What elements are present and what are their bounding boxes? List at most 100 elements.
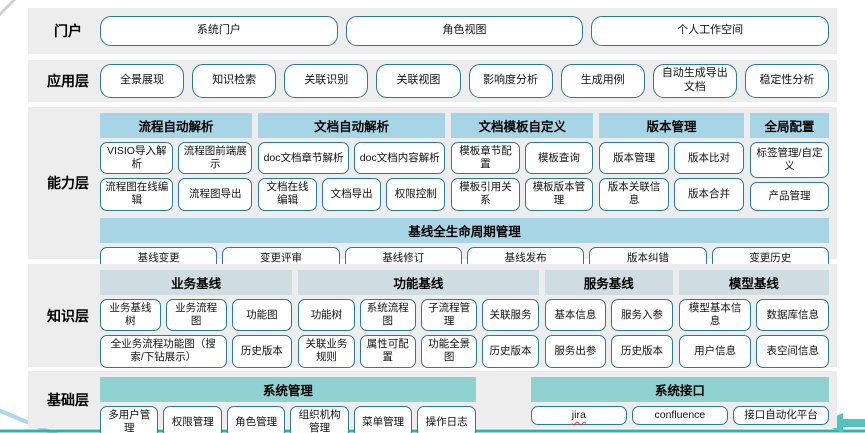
button-row: 全业务流程功能图（搜索/下钻展示）历史版本 [100,335,293,368]
layer-band-knowledge: 知识层 业务基线 业务基线树业务流程图功能图全业务流程功能图（搜索/下钻展示）历… [28,264,837,368]
portal-button: 系统门户 [100,16,338,46]
knowledge-group-service-baseline: 服务基线 基本信息服务入参服务出参历史版本 [544,270,673,368]
layer-band-application: 应用层 全景展现知识检索关联识别关联视图影响度分析生成用例自动生成导出文档稳定性… [28,60,837,102]
capability-group-doc-template: 文档模板自定义 模板章节配置模板查询模板引用关系模板版本管理 [451,113,594,211]
knowledge-button: 关联业务规则 [298,335,355,368]
knowledge-button: 服务出参 [544,335,607,368]
button-row: 业务基线树业务流程图功能图 [100,299,293,332]
layer-label-portal: 门户 [54,23,82,39]
group-header: 服务基线 [544,270,673,295]
knowledge-button: 服务入参 [611,299,673,332]
corner-line-top-left [0,0,17,17]
capability-button: 文档导出 [322,178,382,211]
capability-button: VISIO导入解析 [100,142,174,175]
knowledge-button: 历史版本 [231,335,293,368]
knowledge-button: 属性可配置 [359,335,416,368]
system-interface-button: 接口自动化平台 [732,406,829,426]
layer-band-portal: 门户 系统门户角色视图个人工作空间 [28,8,837,54]
group-header: 全局配置 [749,113,829,138]
layer-label-capability: 能力层 [47,175,89,191]
group-header: 模型基线 [678,270,830,295]
knowledge-group-function-baseline: 功能基线 功能树系统流程图子流程管理关联服务关联业务规则属性可配置功能全景图历史… [298,270,539,368]
button-row: 功能树系统流程图子流程管理关联服务 [298,299,539,332]
knowledge-button: 用户信息 [678,335,752,368]
group-header: 文档自动解析 [257,113,446,138]
system-mgmt-button: 多用户管理 [100,406,159,433]
button-row: 服务出参历史版本 [544,335,673,368]
layer-label-knowledge: 知识层 [47,307,89,324]
group-rows: 模板章节配置模板查询模板引用关系模板版本管理 [451,142,594,211]
knowledge-button: 历史版本 [611,335,673,368]
button-row: 模板引用关系模板版本管理 [451,178,594,211]
group-rows: 基本信息服务入参服务出参历史版本 [544,299,673,368]
button-row: 版本关联信息版本合并 [599,178,744,211]
button-row: 基本信息服务入参 [544,299,673,332]
group-header: 业务基线 [100,270,293,295]
button-row: 关联业务规则属性可配置功能全景图历史版本 [298,335,539,368]
capability-button: 模板引用关系 [451,178,520,211]
layer-band-base: 基础层 系统管理 多用户管理权限管理角色管理组织机构管理菜单管理操作日志 系统接… [28,371,837,433]
capability-button: 流程图导出 [178,178,252,211]
knowledge-button: 历史版本 [482,335,539,368]
group-header: 版本管理 [599,113,744,138]
system-mgmt-button: 权限管理 [163,406,222,433]
capability-groups: 流程自动解析 VISIO导入解析流程图前端展示流程图在线编辑流程图导出 文档自动… [100,113,829,211]
system-mgmt-button: 组织机构管理 [290,406,349,433]
button-row: 产品管理 [749,181,829,211]
capability-group-version-mgmt: 版本管理 版本管理版本比对版本关联信息版本合并 [599,113,744,211]
button-row: VISIO导入解析流程图前端展示 [100,142,252,175]
system-interface-button: jira [530,406,627,426]
application-button-row: 全景展现知识检索关联识别关联视图影响度分析生成用例自动生成导出文档稳定性分析 [100,64,829,98]
baseline-section-header: 基线全生命周期管理 [100,217,829,243]
capability-button: 版本比对 [674,142,744,175]
group-rows: VISIO导入解析流程图前端展示流程图在线编辑流程图导出 [100,142,252,211]
application-button: 知识检索 [192,64,277,98]
button-row: 文档在线编辑文档导出权限控制 [257,178,446,211]
knowledge-button: 功能图 [231,299,293,332]
button-row: 流程图在线编辑流程图导出 [100,178,252,211]
knowledge-button: 子流程管理 [420,299,478,332]
capability-button: 版本关联信息 [599,178,670,211]
knowledge-button: 基本信息 [544,299,607,332]
group-rows: 业务基线树业务流程图功能图全业务流程功能图（搜索/下钻展示）历史版本 [100,299,293,368]
application-button: 关联识别 [284,64,369,98]
application-button: 稳定性分析 [744,64,829,98]
portal-button: 角色视图 [345,16,584,46]
group-header: 文档模板自定义 [451,113,594,138]
capability-button: 权限控制 [386,178,446,211]
group-rows: 版本管理版本比对版本关联信息版本合并 [599,142,744,211]
knowledge-group-business-baseline: 业务基线 业务基线树业务流程图功能图全业务流程功能图（搜索/下钻展示）历史版本 [100,270,293,368]
group-rows: 模型基本信息数据库信息用户信息表空间信息 [678,299,830,368]
group-header: 系统接口 [530,377,829,402]
knowledge-button: 表空间信息 [756,335,830,368]
layer-label-base: 基础层 [47,391,89,408]
capability-button: 标签管理/自定义 [749,142,829,178]
application-button: 生成用例 [560,64,645,98]
button-row: 模板章节配置模板查询 [451,142,594,175]
system-mgmt-button: 角色管理 [226,406,286,433]
capability-button: doc文档内容解析 [354,142,446,175]
base-button-row: 多用户管理权限管理角色管理组织机构管理菜单管理操作日志 [100,406,476,433]
portal-button: 个人工作空间 [591,16,830,46]
base-group-system-mgmt: 系统管理 多用户管理权限管理角色管理组织机构管理菜单管理操作日志 [100,377,476,433]
knowledge-button: 全业务流程功能图（搜索/下钻展示） [100,335,227,368]
knowledge-button: 功能全景图 [420,335,478,368]
capability-button: 流程图在线编辑 [100,178,174,211]
knowledge-button: 系统流程图 [359,299,416,332]
button-row: 模型基本信息数据库信息 [678,299,830,332]
application-button: 自动生成导出文档 [652,64,737,98]
layer-label-application: 应用层 [47,73,89,89]
knowledge-button: 业务基线树 [100,299,161,332]
capability-button: 版本管理 [599,142,670,175]
application-button: 关联视图 [376,64,461,98]
capability-button: 模板章节配置 [451,142,520,175]
capability-button: 版本合并 [674,178,744,211]
group-header: 功能基线 [298,270,539,295]
knowledge-button: 功能树 [298,299,355,332]
application-button: 影响度分析 [468,64,553,98]
group-header: 流程自动解析 [100,113,252,138]
